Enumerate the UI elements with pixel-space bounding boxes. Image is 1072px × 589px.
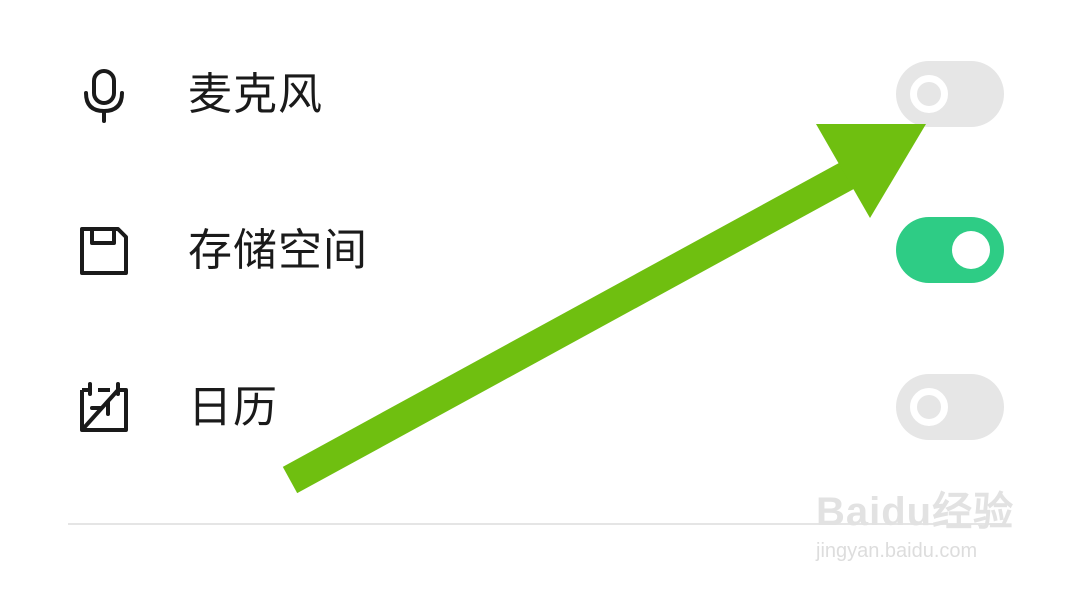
permission-row-calendar: 日历 bbox=[0, 350, 1072, 470]
permission-row-microphone: 麦克风 bbox=[0, 40, 1072, 160]
calendar-toggle[interactable] bbox=[896, 374, 1004, 440]
watermark-url: jingyan.baidu.com bbox=[816, 540, 978, 562]
toggle-knob bbox=[910, 75, 948, 113]
calendar-icon bbox=[76, 380, 132, 436]
permission-label-calendar: 日历 bbox=[188, 382, 278, 433]
toggle-knob bbox=[952, 231, 990, 269]
microphone-icon bbox=[76, 67, 132, 123]
microphone-toggle[interactable] bbox=[896, 61, 1004, 127]
permission-label-microphone: 麦克风 bbox=[188, 69, 323, 120]
floppy-disk-icon bbox=[76, 223, 132, 279]
permission-row-storage: 存储空间 bbox=[0, 195, 1072, 315]
toggle-knob bbox=[910, 388, 948, 426]
storage-toggle[interactable] bbox=[896, 217, 1004, 283]
watermark-logo: Baidu经验 bbox=[816, 490, 1015, 534]
divider bbox=[68, 523, 1004, 525]
baidu-watermark: Baidu经验 jingyan.baidu.com bbox=[816, 490, 1026, 564]
permission-label-storage: 存储空间 bbox=[188, 225, 368, 276]
